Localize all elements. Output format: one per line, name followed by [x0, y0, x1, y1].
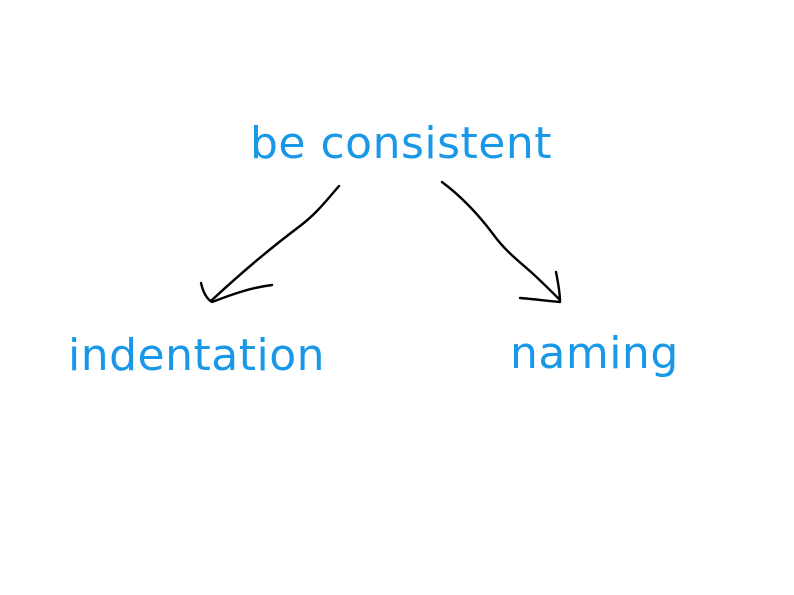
arrow-to-naming-shaft [440, 180, 562, 302]
root-node-label: be consistent [250, 118, 553, 169]
child-node-indentation: indentation [68, 330, 325, 381]
arrow-to-naming [440, 180, 562, 304]
arrow-to-indentation [199, 184, 341, 304]
arrow-to-naming-head [518, 270, 562, 304]
child-node-naming: naming [510, 328, 679, 379]
arrow-to-indentation-shaft [210, 184, 341, 302]
arrow-to-indentation-head [199, 281, 274, 304]
